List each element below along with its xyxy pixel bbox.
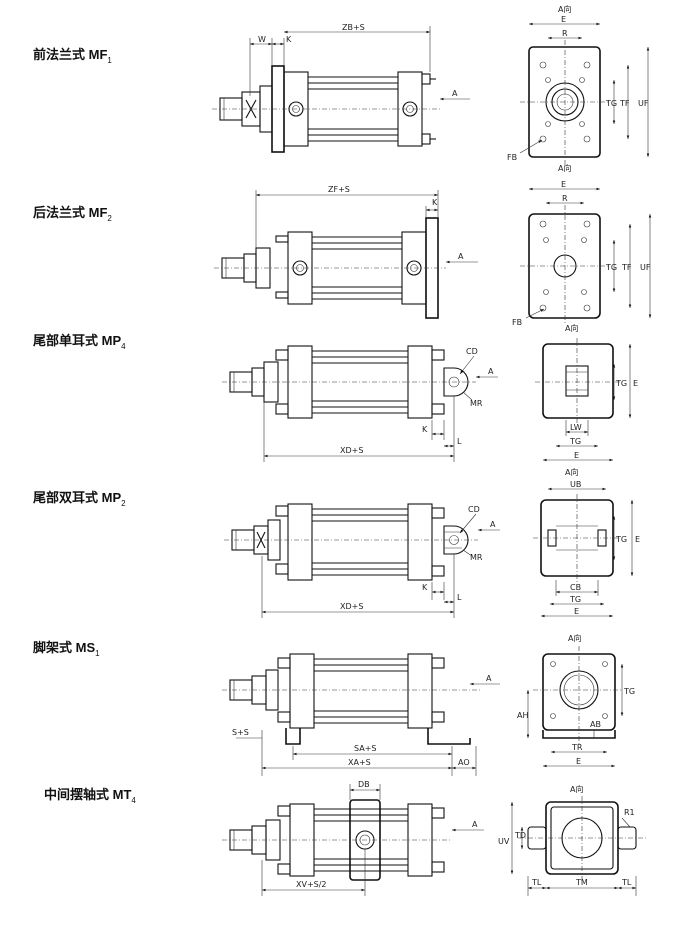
end-view-mp2: A向 UB TG E CB TG E bbox=[533, 467, 640, 618]
dim-label: TL bbox=[621, 878, 632, 887]
mounting-label: 脚架式 MS1 bbox=[33, 640, 100, 658]
view-title: A向 bbox=[558, 4, 571, 14]
view-title: A向 bbox=[570, 784, 583, 794]
row-mp2: 尾部双耳式 MP2 CD A MR bbox=[33, 467, 640, 618]
end-view-ms1: A向 TG AH AB TR E bbox=[517, 633, 635, 768]
dim-label: XA+S bbox=[348, 758, 371, 767]
dim-label: XV+S/2 bbox=[296, 880, 327, 889]
dim-label: TL bbox=[531, 878, 542, 887]
dim-label: TM bbox=[575, 878, 588, 887]
dim-label: A bbox=[452, 89, 458, 98]
dim-label: UB bbox=[570, 480, 581, 489]
dim-label: E bbox=[561, 180, 566, 189]
mounting-label: 后法兰式 MF2 bbox=[33, 205, 112, 223]
dim-label: CB bbox=[570, 583, 581, 592]
dim-label: E bbox=[633, 379, 638, 388]
dim-label: TG bbox=[569, 437, 581, 446]
dim-label: MR bbox=[470, 553, 483, 562]
side-view-mt4: DB A XV+S/2 bbox=[222, 780, 484, 896]
dim-label: CD bbox=[468, 505, 480, 514]
dim-label: TG bbox=[615, 535, 627, 544]
end-view-mp4: A向 TG E LW TG E bbox=[535, 323, 638, 462]
dim-label: AO bbox=[458, 758, 470, 767]
dim-label: R bbox=[562, 194, 568, 203]
dim-label: UF bbox=[640, 263, 651, 272]
dim-label: TG bbox=[605, 99, 617, 108]
dim-label: L bbox=[457, 593, 462, 602]
dim-label: S+S bbox=[232, 728, 249, 737]
dim-label: AH bbox=[517, 711, 529, 720]
dim-label: ZF+S bbox=[328, 185, 350, 194]
dim-label: R bbox=[562, 29, 568, 38]
dim-label: TR bbox=[571, 743, 583, 752]
dim-label: XD+S bbox=[340, 446, 363, 455]
mounting-label: 尾部双耳式 MP2 bbox=[33, 490, 126, 508]
dim-label: K bbox=[286, 35, 292, 44]
end-view-mt4: A向 R1 UV TD TL TM TL bbox=[498, 784, 646, 896]
dim-label: K bbox=[422, 583, 428, 592]
view-title: A向 bbox=[565, 323, 578, 333]
dim-label: DB bbox=[358, 780, 370, 789]
dim-label: UV bbox=[498, 837, 510, 846]
dim-label: FB bbox=[507, 153, 517, 162]
dim-label: E bbox=[574, 607, 579, 616]
dim-label: ZB+S bbox=[342, 23, 365, 32]
dim-label: UF bbox=[638, 99, 649, 108]
dim-label: L bbox=[457, 437, 462, 446]
dim-label: TF bbox=[621, 263, 632, 272]
row-mf1: 前法兰式 MF1 bbox=[33, 4, 650, 165]
dim-label: SA+S bbox=[354, 744, 376, 753]
dim-label: TF bbox=[619, 99, 630, 108]
row-mp4: 尾部单耳式 MP4 CD A MR bbox=[33, 323, 638, 462]
side-view-mp2: CD A MR K L XD+S bbox=[224, 503, 500, 618]
dim-label: TG bbox=[605, 263, 617, 272]
dim-label: MR bbox=[470, 399, 483, 408]
dim-label: W bbox=[258, 35, 266, 44]
view-title: A向 bbox=[565, 467, 578, 477]
dim-label: A bbox=[486, 674, 492, 683]
row-ms1: 脚架式 MS1 A bbox=[33, 633, 635, 776]
dim-label: E bbox=[635, 535, 640, 544]
dim-label: CD bbox=[466, 347, 478, 356]
dim-label: A bbox=[488, 367, 494, 376]
row-mf2: 后法兰式 MF2 ZF+S K A bbox=[33, 163, 652, 327]
dim-label: XD+S bbox=[340, 602, 363, 611]
dim-label: TG bbox=[615, 379, 627, 388]
mounting-label: 前法兰式 MF1 bbox=[33, 47, 112, 65]
dim-label: E bbox=[576, 757, 581, 766]
side-view-mp4: CD A MR K L XD+S bbox=[222, 345, 498, 462]
view-title: A向 bbox=[558, 163, 571, 173]
dim-label: R1 bbox=[624, 808, 635, 817]
side-view-mf1: W K ZB+S A bbox=[212, 23, 470, 153]
dim-label: E bbox=[561, 15, 566, 24]
dim-label: TG bbox=[569, 595, 581, 604]
dim-label: TD bbox=[514, 831, 526, 840]
dim-label: TG bbox=[623, 687, 635, 696]
end-view-mf1: A向 E R TG TF UF FB bbox=[507, 4, 650, 165]
dim-label: A bbox=[472, 820, 478, 829]
dim-label: A bbox=[490, 520, 496, 529]
dim-label: E bbox=[574, 451, 579, 460]
mounting-label: 尾部单耳式 MP4 bbox=[33, 333, 126, 351]
view-title: A向 bbox=[568, 633, 581, 643]
row-mt4: 中间摆轴式 MT4 DB A XV+S/2 bbox=[44, 780, 646, 896]
mounting-label: 中间摆轴式 MT4 bbox=[44, 787, 136, 805]
dim-label: FB bbox=[512, 318, 522, 327]
dim-label: K bbox=[432, 198, 438, 207]
dim-label: A bbox=[458, 252, 464, 261]
side-view-mf2: ZF+S K A bbox=[214, 185, 478, 319]
dim-label: K bbox=[422, 425, 428, 434]
end-view-mf2: A向 E R TG TF UF FB bbox=[512, 163, 652, 327]
dim-label: AB bbox=[590, 720, 601, 729]
side-view-ms1: A SA+S XA+S AO S+S bbox=[222, 653, 500, 776]
dim-label: LW bbox=[570, 423, 582, 432]
